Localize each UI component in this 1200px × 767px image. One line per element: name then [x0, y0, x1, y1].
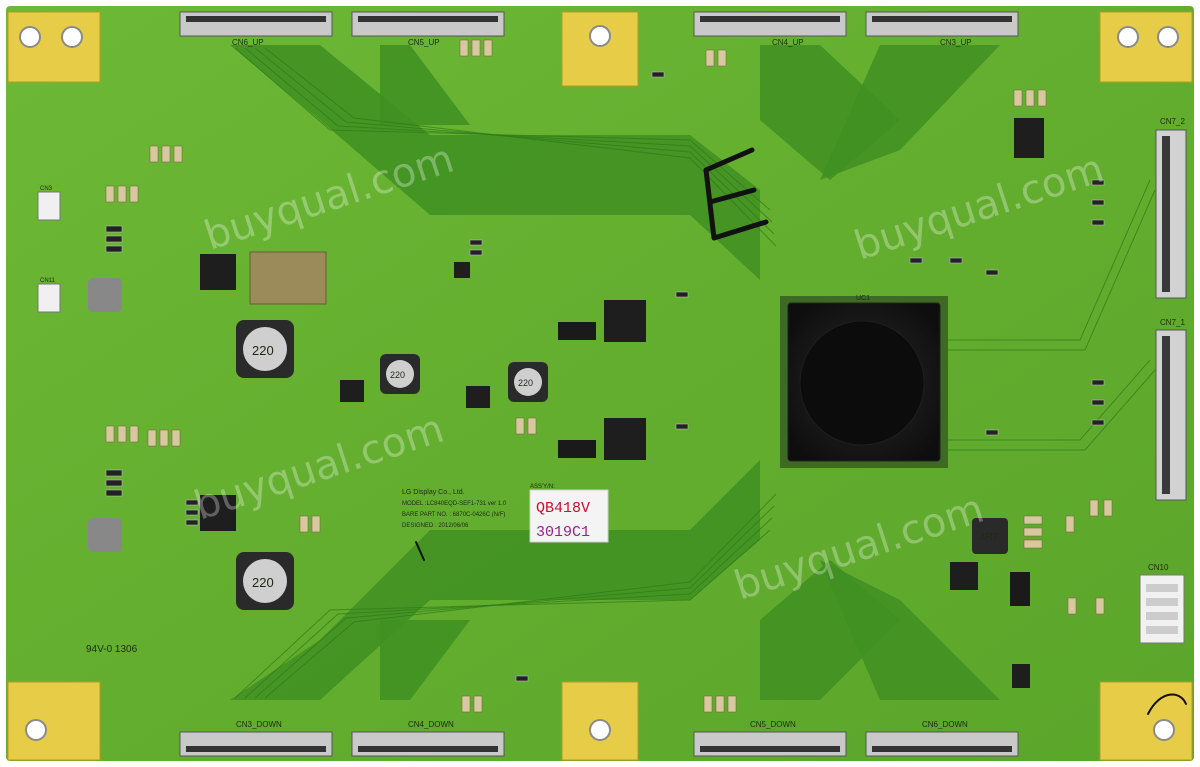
inductors: [88, 278, 1008, 610]
smd-resistors: [105, 71, 1105, 682]
connector-label-cn7-2: CN7_2: [1160, 117, 1185, 126]
silk-designed: DESIGNED : 2012/06/06: [402, 523, 469, 529]
mounting-holes: [19, 25, 1179, 741]
inductor-label-mid-2: 220: [518, 378, 533, 388]
trace-fans: [230, 45, 1000, 700]
corner-mounting-pads: [7, 11, 1193, 761]
connector-label-cn7-1: CN7_1: [1160, 318, 1185, 327]
main-asic: [780, 296, 948, 468]
silk-company: LG Display Co., Ltd.: [402, 489, 465, 496]
connector-label-cn3-left: CN3: [40, 186, 53, 192]
filter-block: [249, 251, 327, 305]
sticker-line-1: QB418V: [536, 500, 590, 517]
left-connectors: [37, 191, 61, 313]
right-connectors: [1139, 129, 1187, 644]
silk-bare-part: BARE PART NO. : 6870C-0426C (N/F): [402, 512, 505, 518]
handwritten-marks: [415, 147, 1187, 715]
chip-ref-label: UC1: [856, 295, 870, 302]
inductor-label-4r7: 4R7: [980, 532, 999, 543]
serial-sticker: QB418V 3019C1: [529, 489, 609, 543]
connector-label-cn3-up: CN3_UP: [940, 38, 972, 47]
silk-model: MODEL :LC840EQD-SEF1-731 ver 1.0: [402, 501, 507, 507]
connector-label-cn4-down: CN4_DOWN: [408, 720, 454, 729]
inductor-label-large-2: 220: [252, 575, 274, 590]
pcb-substrate: [6, 6, 1194, 761]
inductor-label-large-1: 220: [252, 343, 274, 358]
connector-label-cn10: CN10: [1148, 563, 1169, 572]
connector-label-cn6-down: CN6_DOWN: [922, 720, 968, 729]
inductor-label-mid-1: 220: [390, 370, 405, 380]
connector-label-cn11: CN11: [40, 278, 56, 284]
connector-label-cn5-up: CN5_UP: [408, 38, 440, 47]
tantalum-caps: [558, 322, 1030, 606]
trace-lines: [234, 47, 1156, 699]
connector-label-cn4-up: CN4_UP: [772, 38, 804, 47]
connector-label-cn3-down: CN3_DOWN: [236, 720, 282, 729]
silk-ul-mark: 94V-0 1306: [86, 644, 138, 655]
sticker-line-2: 3019C1: [536, 524, 590, 541]
bottom-connectors: [179, 731, 1019, 757]
connector-label-cn5-down: CN5_DOWN: [750, 720, 796, 729]
connector-label-cn6-up: CN6_UP: [232, 38, 264, 47]
top-connectors: [179, 11, 1019, 37]
ic-packages: [200, 118, 1044, 688]
silk-assy: ASS'Y/N:: [530, 484, 555, 490]
silkscreen-info: LG Display Co., Ltd. MODEL :LC840EQD-SEF…: [86, 484, 555, 655]
smd-passives: [105, 39, 1113, 713]
